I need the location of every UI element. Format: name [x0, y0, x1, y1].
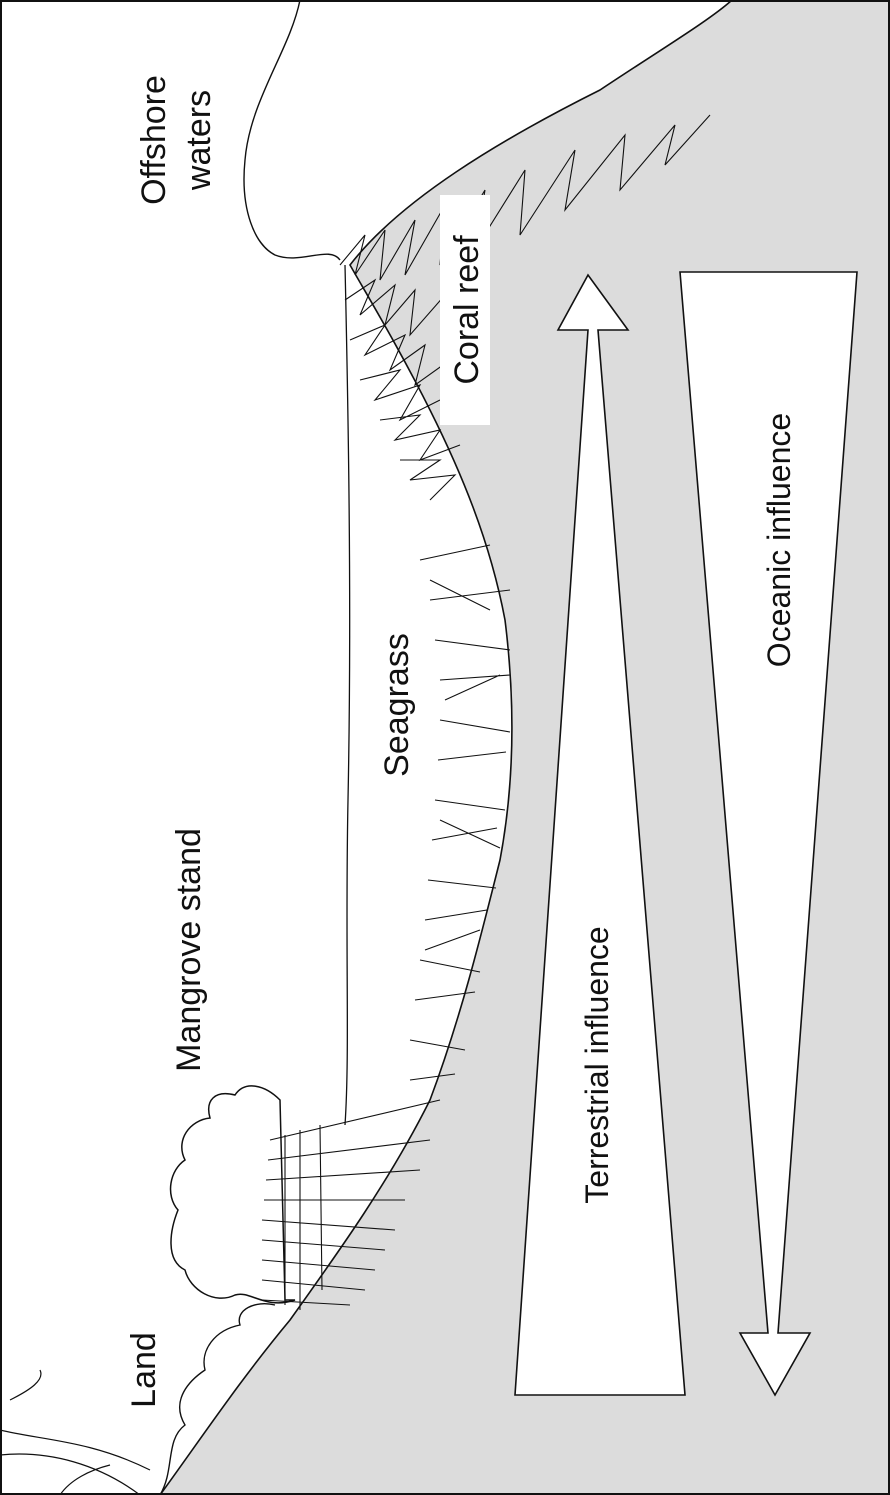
coral-reef-label: Coral reef [448, 235, 486, 385]
offshore-boundary-line [244, 0, 340, 260]
shore-flat-line [345, 265, 350, 1125]
offshore-label-line2: waters [180, 90, 218, 191]
mangrove-stand-label: Mangrove stand [170, 828, 208, 1072]
mangrove-canopy [171, 1086, 295, 1303]
oceanic-influence-label: Oceanic influence [761, 413, 797, 667]
seagrass-label: Seagrass [378, 633, 416, 777]
land-label: Land [125, 1332, 163, 1408]
offshore-label-line1: Offshore [135, 75, 173, 205]
terrestrial-influence-label: Terrestrial influence [579, 926, 615, 1203]
